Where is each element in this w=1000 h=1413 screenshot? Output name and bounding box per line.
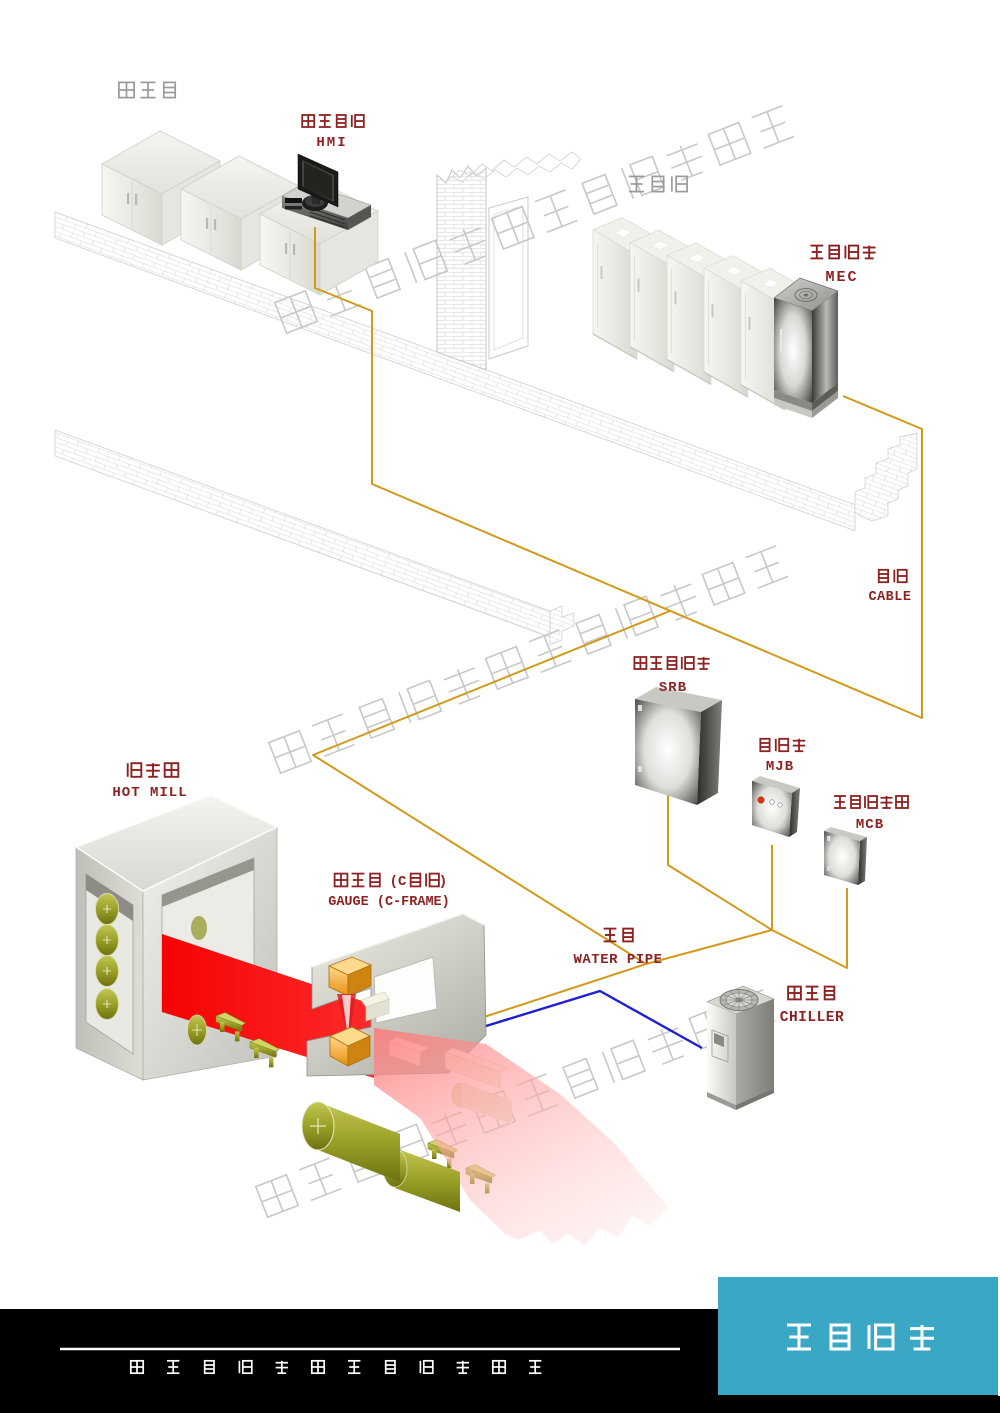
svg-text:CABLE: CABLE <box>868 590 911 605</box>
svg-text:WATER PIPE: WATER PIPE <box>573 952 662 968</box>
svg-text:HMI: HMI <box>316 135 347 151</box>
svg-text:CHILLER: CHILLER <box>780 1010 844 1026</box>
svg-text:MCB: MCB <box>856 817 884 833</box>
svg-text:(C: (C <box>390 874 407 890</box>
svg-text:SRB: SRB <box>659 680 687 696</box>
svg-text:HOT MILL: HOT MILL <box>112 785 187 801</box>
svg-text:): ) <box>439 874 447 890</box>
svg-text:MJB: MJB <box>766 759 794 775</box>
svg-text:GAUGE (C-FRAME): GAUGE (C-FRAME) <box>328 895 450 910</box>
svg-text:MEC: MEC <box>825 269 858 286</box>
